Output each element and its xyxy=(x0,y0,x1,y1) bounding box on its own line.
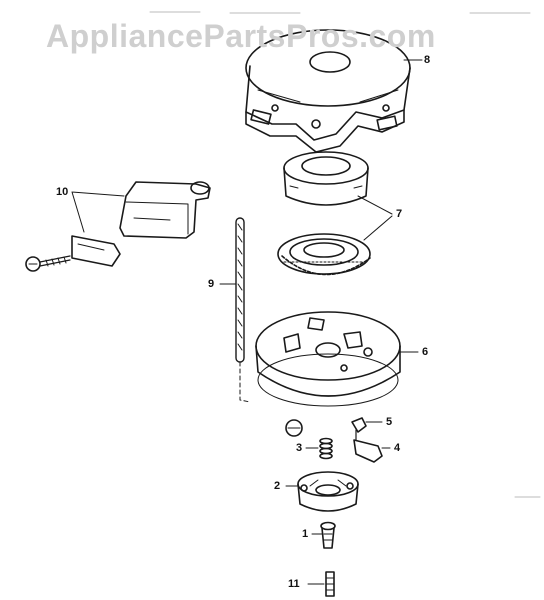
part-6-pulley xyxy=(255,311,401,407)
part-11-bolt xyxy=(325,571,335,597)
callout-5: 5 xyxy=(386,416,393,428)
part-10-starter-handle xyxy=(119,181,211,239)
callout-7: 7 xyxy=(396,208,403,220)
part-3-brake-spring xyxy=(319,437,333,460)
part-8-starter-housing xyxy=(245,29,411,153)
part-7-spring-cup xyxy=(283,151,369,206)
part-10-handle-insert xyxy=(71,235,121,267)
callout-10: 10 xyxy=(56,186,69,198)
watermark-text: AppliancePartsPros.com xyxy=(46,18,436,54)
callout-2: 2 xyxy=(274,480,281,492)
part-9-starter-rope xyxy=(235,217,251,403)
leader-lines-7 xyxy=(357,195,393,241)
part-7-recoil-spring xyxy=(277,233,371,276)
handle-screw xyxy=(25,255,71,272)
part-1-center-screw xyxy=(320,521,336,549)
callout-9: 9 xyxy=(208,278,215,290)
part-4-pawl xyxy=(353,439,383,463)
callout-4: 4 xyxy=(394,442,401,454)
callout-3: 3 xyxy=(296,442,303,454)
part-2-retainer-cup xyxy=(297,471,359,512)
callout-8: 8 xyxy=(424,54,431,66)
callout-1: 1 xyxy=(302,528,309,540)
retainer-bolt xyxy=(285,419,303,437)
callout-11: 11 xyxy=(288,578,300,590)
callout-6: 6 xyxy=(422,346,429,358)
scan-artifact-lines xyxy=(149,11,541,498)
part-5-clip xyxy=(351,417,367,441)
leader-lines-10 xyxy=(71,191,125,233)
